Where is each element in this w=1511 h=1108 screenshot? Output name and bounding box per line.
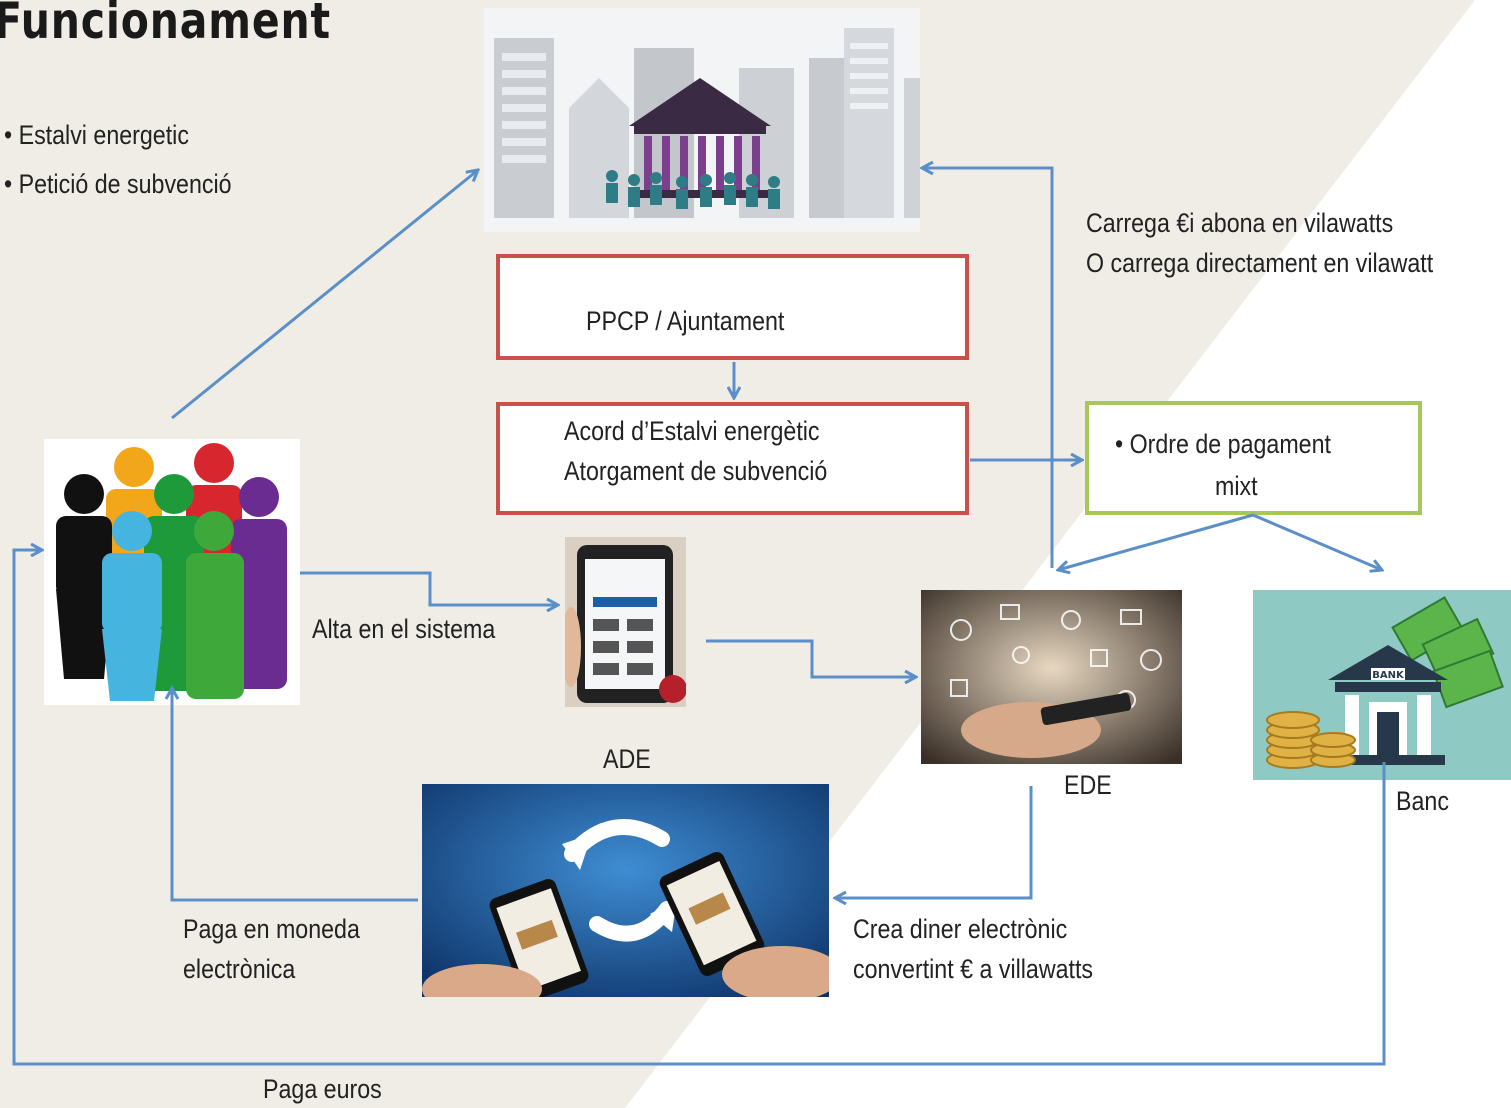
page-title: Funcionament <box>0 0 331 50</box>
ppcp-box: PPCP / Ajuntament <box>496 254 969 360</box>
carrega-label-line1: Carrega €i abona en vilawatts <box>1086 208 1394 238</box>
ordre-line2: mixt <box>1215 471 1258 501</box>
acord-line1: Acord d’Estalvi energètic <box>564 416 820 446</box>
arrow-ordre-to-ede <box>1058 513 1254 570</box>
arrow-exchange-to-people <box>172 688 418 902</box>
arrow-ordre-to-bank <box>1252 513 1382 570</box>
arrow-people-to-cityhall <box>171 170 478 420</box>
acord-box: Acord d’Estalvi energètic Atorgament de … <box>496 402 969 515</box>
paga-moneda-line1: Paga en moneda <box>183 914 360 944</box>
bullet-list: • Estalvi energetic • Petició de subvenc… <box>4 120 269 218</box>
ppcp-label: PPCP / Ajuntament <box>586 306 785 336</box>
phone-exchange-image <box>422 784 829 997</box>
ade-label: ADE <box>603 744 651 774</box>
ade-phone-image <box>565 537 686 707</box>
ede-label: EDE <box>1064 770 1112 800</box>
bullet-item: • Estalvi energetic <box>4 120 189 150</box>
paga-moneda-line2: electrònica <box>183 954 296 984</box>
paga-euros-label: Paga euros <box>263 1074 382 1104</box>
arrow-ade-to-ede <box>706 639 916 677</box>
ordre-box: • Ordre de pagament mixt <box>1085 401 1422 515</box>
ordre-line1: • Ordre de pagament <box>1115 429 1331 459</box>
bank-sign-text: BANK <box>1372 670 1405 681</box>
bullet-item: • Petició de subvenció <box>4 169 232 199</box>
bank-image: BANK <box>1253 590 1511 780</box>
arrow-bank-to-people <box>12 550 1386 1066</box>
arrow-ede-to-exchange <box>835 786 1033 898</box>
ede-technology-image <box>921 590 1182 764</box>
alta-label: Alta en el sistema <box>312 614 496 644</box>
crea-label-line2: convertint € a villawatts <box>853 954 1094 984</box>
city-hall-image <box>484 8 920 232</box>
arrow-people-to-ade <box>300 571 558 605</box>
people-group-image <box>44 439 300 705</box>
carrega-label-line2: O carrega directament en vilawatt <box>1086 248 1434 278</box>
arrow-ede-to-cityhall <box>922 168 1054 568</box>
crea-label-line1: Crea diner electrònic <box>853 914 1068 944</box>
acord-line2: Atorgament de subvenció <box>564 456 828 486</box>
banc-label: Banc <box>1396 786 1449 816</box>
